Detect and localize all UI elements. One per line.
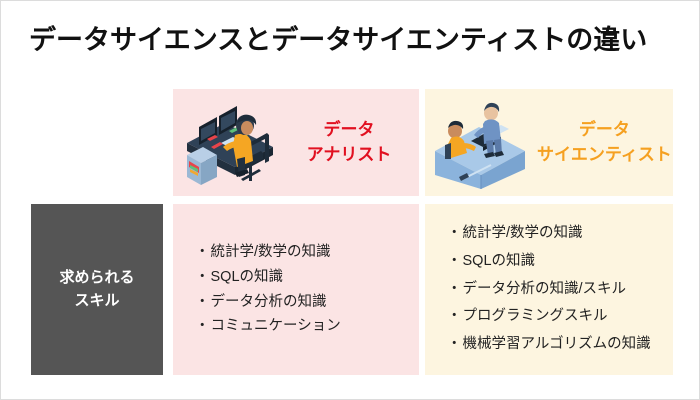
skill-text: 統計学/数学の知識 [462, 224, 583, 241]
bullet-icon: ・ [195, 318, 210, 335]
role-title-analyst: データ アナリスト [285, 118, 419, 166]
person-at-desk-two-monitors-icon [173, 89, 285, 196]
skill-text: 統計学/数学の知識 [210, 243, 331, 260]
row-label-line1: 求められる [59, 269, 135, 286]
row-label-required-skills: 求められる スキル [31, 204, 163, 375]
list-item: ・機械学習アルゴリズムの知識 [447, 331, 673, 359]
column-header-scientist: データ サイエンティスト [425, 89, 673, 196]
bullet-icon: ・ [195, 243, 210, 260]
skill-text: データ分析の知識 [210, 293, 327, 310]
role-title-scientist: データ サイエンティスト [537, 118, 676, 166]
list-item: ・統計学/数学の知識 [195, 240, 419, 265]
two-people-at-desk-laptop-icon [425, 89, 537, 196]
skill-text: SQLの知識 [210, 268, 284, 285]
skill-list-analyst: ・統計学/数学の知識 ・SQLの知識 ・データ分析の知識 ・コミュニケーション [173, 204, 419, 375]
column-header-analyst: データ アナリスト [173, 89, 419, 196]
bullet-icon: ・ [447, 336, 462, 353]
row-label-text: 求められる スキル [59, 267, 134, 312]
list-item: ・プログラミングスキル [447, 303, 673, 331]
skill-text: コミュニケーション [210, 318, 341, 335]
role-title-analyst-line2: アナリスト [306, 144, 392, 164]
bullet-icon: ・ [447, 280, 462, 297]
list-item: ・コミュニケーション [195, 314, 419, 339]
skill-text: プログラミングスキル [462, 308, 608, 325]
skill-text: データ分析の知識/スキル [462, 280, 627, 297]
bullet-icon: ・ [195, 293, 210, 310]
skills-cell-analyst: ・統計学/数学の知識 ・SQLの知識 ・データ分析の知識 ・コミュニケーション [173, 204, 419, 375]
role-title-scientist-line2: サイエンティスト [537, 144, 672, 164]
list-item: ・SQLの知識 [195, 265, 419, 290]
role-title-analyst-line1: データ [323, 120, 375, 140]
bullet-icon: ・ [447, 308, 462, 325]
skill-text: 機械学習アルゴリズムの知識 [462, 336, 651, 353]
role-title-scientist-line1: データ [578, 120, 630, 140]
skill-text: SQLの知識 [462, 252, 536, 269]
list-item: ・SQLの知識 [447, 248, 673, 276]
list-item: ・データ分析の知識 [195, 290, 419, 315]
list-item: ・データ分析の知識/スキル [447, 276, 673, 304]
list-item: ・統計学/数学の知識 [447, 220, 673, 248]
page-title: データサイエンスとデータサイエンティストの違い [29, 25, 648, 55]
skills-cell-scientist: ・統計学/数学の知識 ・SQLの知識 ・データ分析の知識/スキル ・プログラミン… [425, 204, 673, 375]
bullet-icon: ・ [195, 268, 210, 285]
skill-list-scientist: ・統計学/数学の知識 ・SQLの知識 ・データ分析の知識/スキル ・プログラミン… [425, 204, 673, 375]
row-label-line2: スキル [74, 291, 120, 309]
bullet-icon: ・ [447, 252, 462, 269]
bullet-icon: ・ [447, 224, 462, 241]
